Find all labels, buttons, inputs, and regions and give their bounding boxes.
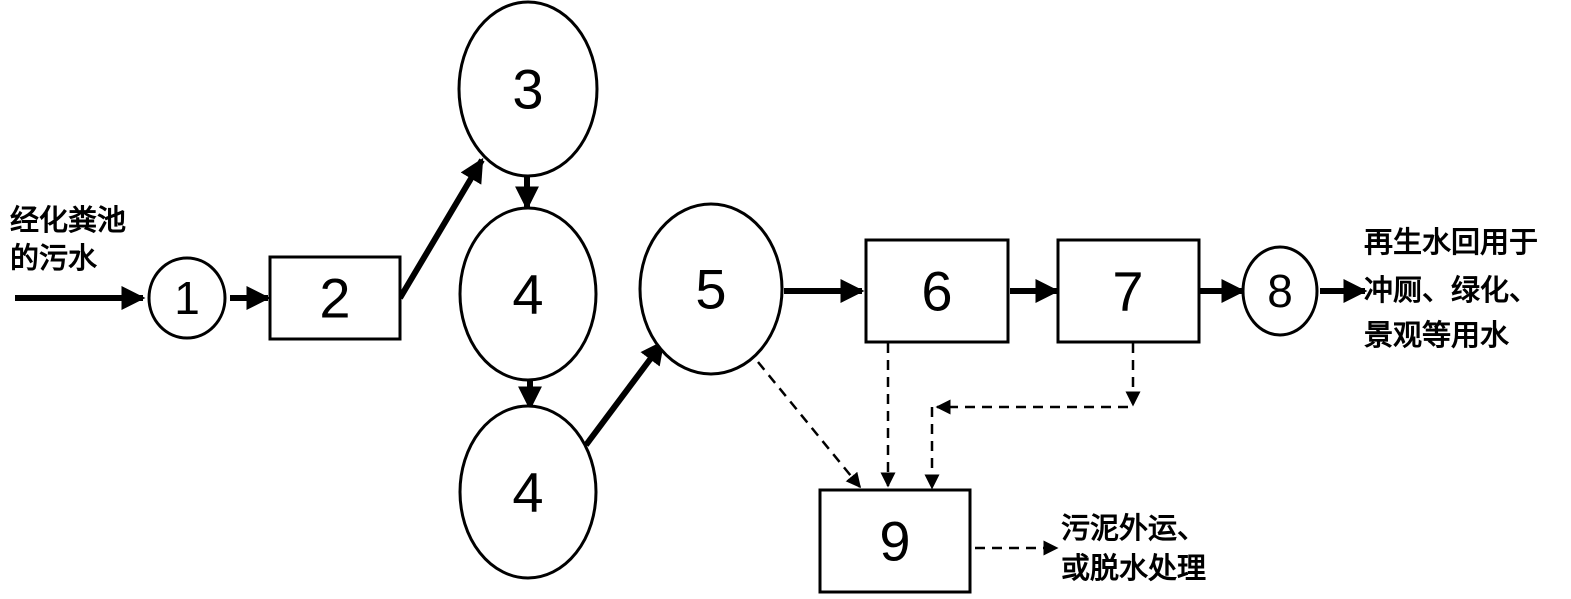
node-9-box — [818, 488, 972, 594]
sludge-label-line2: 或脱水处理 — [1061, 551, 1206, 585]
input-label-line2: 的污水 — [10, 241, 98, 275]
node-4-lower-label: 4 — [512, 461, 543, 524]
node-5-circle — [638, 202, 784, 376]
arrow-2-to-3 — [397, 157, 485, 300]
node-1-label: 1 — [174, 272, 200, 324]
input-label-line1: 经化粪池 — [10, 203, 126, 237]
output-label-line1: 再生水回用于 — [1364, 225, 1538, 259]
node-6-box — [864, 238, 1010, 344]
sludge-label-line1: 污泥外运、 — [1061, 511, 1206, 545]
node-2-label: 2 — [319, 267, 350, 330]
node-9-label: 9 — [879, 510, 910, 573]
node-3-label: 3 — [512, 58, 543, 121]
sludge-arrow-5-to-9 — [757, 361, 861, 489]
node-7-label: 7 — [1112, 260, 1143, 323]
output-label-line3: 景观等用水 — [1364, 318, 1510, 352]
node-3-circle — [457, 0, 599, 178]
node-8-label: 8 — [1267, 265, 1293, 317]
node-4-upper-circle — [458, 206, 598, 382]
node-4-lower-circle — [458, 404, 598, 580]
node-4-upper-label: 4 — [512, 263, 543, 326]
node-5-label: 5 — [695, 258, 726, 321]
arrow-4-to-5 — [583, 340, 666, 447]
node-8-circle — [1241, 245, 1319, 337]
node-2-box — [268, 255, 402, 341]
node-1-circle — [147, 256, 227, 340]
node-6-label: 6 — [921, 260, 952, 323]
node-7-box — [1056, 238, 1201, 344]
output-label-line2: 冲厕、绿化、 — [1364, 273, 1538, 307]
